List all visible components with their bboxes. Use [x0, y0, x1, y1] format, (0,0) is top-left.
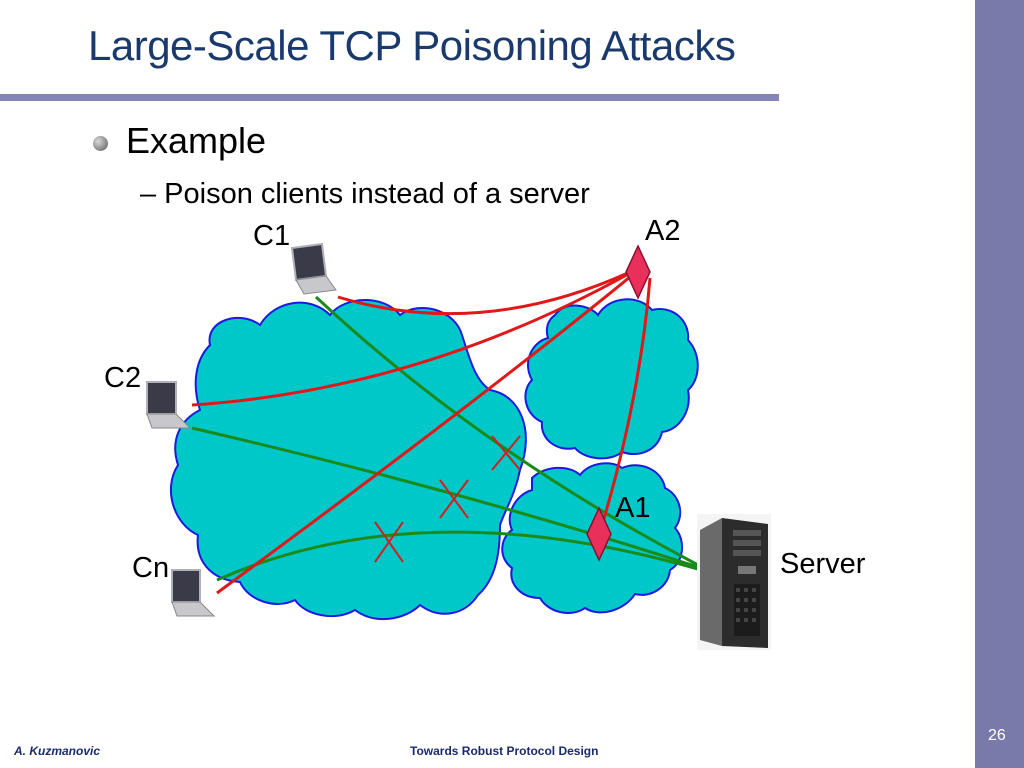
page-number: 26	[988, 727, 1006, 744]
label-a2: A2	[645, 215, 681, 247]
bullet-text: Example	[126, 120, 267, 161]
label-cn: Cn	[132, 552, 170, 584]
sub-bullet-text: – Poison clients instead of a server	[140, 178, 590, 210]
footer-author: A. Kuzmanovic	[14, 744, 101, 758]
label-c1: C1	[253, 220, 291, 252]
bullet-icon	[93, 136, 108, 151]
side-bar	[975, 0, 1024, 768]
label-server: Server	[780, 548, 866, 580]
cut-marks	[374, 435, 521, 563]
attack-link-a2-cn	[216, 270, 637, 595]
attacker-node-a2	[625, 244, 651, 300]
attack-link-a2-a1	[598, 277, 652, 533]
attack-link-a2-c2	[191, 270, 633, 407]
label-c2: C2	[104, 362, 142, 394]
laptop-icon-cn	[171, 569, 216, 617]
legit-link-c2-server	[191, 426, 699, 569]
server-icon	[697, 514, 771, 650]
title-rule	[0, 94, 779, 101]
footer-title: Towards Robust Protocol Design	[410, 744, 599, 758]
cloud-upper-right	[524, 298, 699, 460]
legit-link-cn-server	[216, 530, 699, 582]
attacker-node-a1	[586, 506, 612, 562]
cloud-large	[169, 299, 527, 621]
attack-link-a2-c1	[337, 270, 631, 316]
legit-link-c1-server	[314, 295, 699, 567]
laptop-icon-c1	[290, 242, 337, 295]
label-a1: A1	[615, 492, 651, 524]
slide-title: Large-Scale TCP Poisoning Attacks	[88, 22, 736, 69]
laptop-icon-c2	[146, 381, 192, 429]
